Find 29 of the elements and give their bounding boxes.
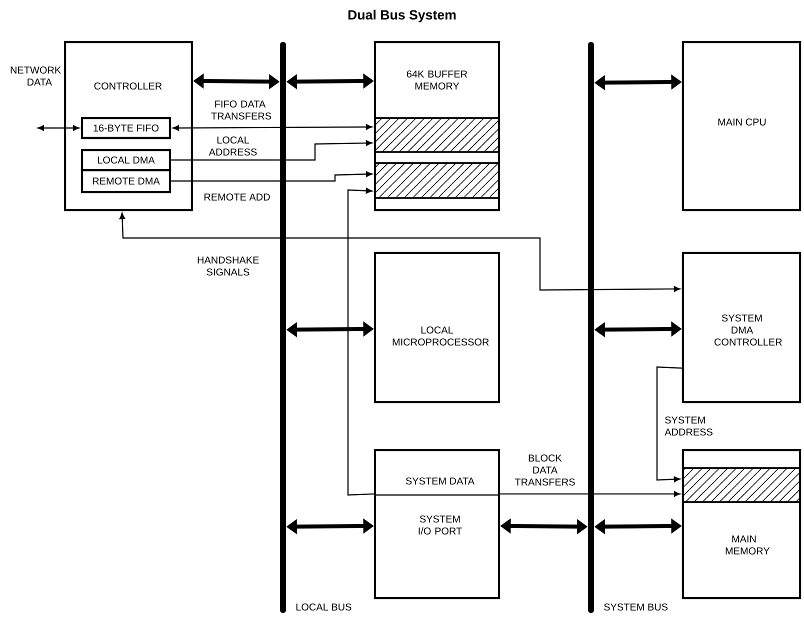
edge-label: LOCAL ADDRESS	[206, 135, 260, 157]
edge-label: FIFO DATA TRANSFERS	[210, 99, 272, 121]
edge-label: SYSTEM ADDRESS	[663, 415, 718, 437]
arrow	[172, 124, 372, 131]
memory-box	[374, 40, 500, 212]
arrow	[171, 171, 372, 182]
dma-controller-box: SYSTEM DMA CONTROLLER	[682, 252, 802, 404]
memory-box: MAIN MEMORY	[682, 467, 801, 554]
memory-box: 64K BUFFER MEMORY	[374, 70, 500, 199]
arrow	[500, 491, 680, 497]
edge-label: REMOTE ADD	[202, 192, 272, 202]
arrow	[656, 366, 682, 482]
io-port-box: SYSTEM DATA SYSTEM I/O PORT	[374, 448, 500, 600]
dma-box: LOCAL DMA	[80, 148, 172, 172]
arrow	[347, 188, 374, 496]
edge-label: NETWORK DATA	[8, 65, 61, 87]
arrow	[171, 140, 372, 161]
arrow	[119, 212, 680, 292]
dma-box: REMOTE DMA	[80, 168, 172, 194]
fifo-box: 16-BYTE FIFO	[80, 116, 172, 140]
memory-box	[682, 448, 802, 600]
processor-box: LOCAL MICROPROCESSOR	[374, 252, 500, 404]
edge-label: HANDSHAKE SIGNALS	[196, 255, 260, 277]
cpu-box: MAIN CPU	[682, 40, 802, 212]
arrow	[38, 125, 80, 131]
title: Dual Bus System	[348, 10, 456, 22]
memory-box	[374, 117, 500, 153]
bus-line: LOCAL BUS	[280, 42, 352, 613]
edge-label: BLOCK DATA TRANSFERS	[512, 453, 578, 487]
